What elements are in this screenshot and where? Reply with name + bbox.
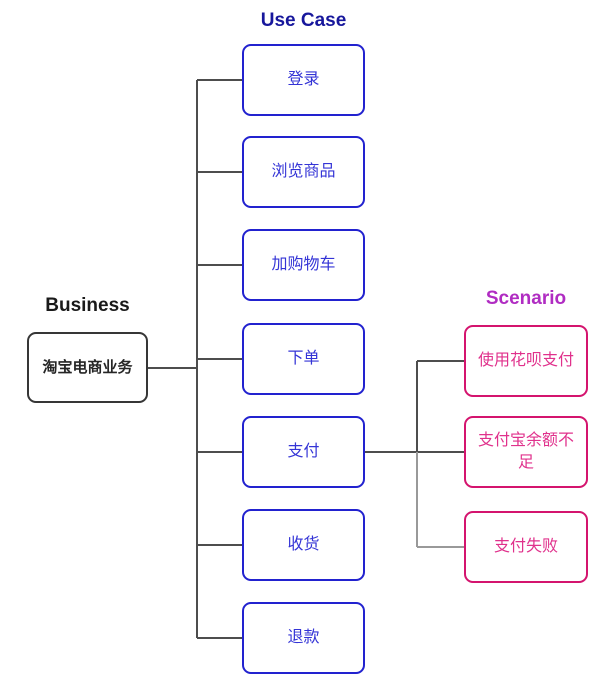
node-refund: 退款 bbox=[242, 602, 365, 674]
node-login: 登录 bbox=[242, 44, 365, 116]
node-browse-products: 浏览商品 bbox=[242, 136, 365, 208]
business-column-label: Business bbox=[45, 295, 130, 316]
node-business-taobao-ecommerce: 淘宝电商业务 bbox=[27, 332, 148, 403]
node-payment-failed: 支付失败 bbox=[464, 511, 588, 583]
node-pay: 支付 bbox=[242, 416, 365, 488]
node-pay-with-huabei: 使用花呗支付 bbox=[464, 325, 588, 397]
scenario-column-label: Scenario bbox=[485, 288, 567, 309]
edges-pay-to-scenarios bbox=[365, 360, 465, 548]
use-case-column-label: Use Case bbox=[260, 10, 347, 31]
edges-business-to-usecases bbox=[148, 79, 243, 639]
node-alipay-balance-insufficient: 支付宝余额不足 bbox=[464, 416, 588, 488]
node-place-order: 下单 bbox=[242, 323, 365, 395]
node-add-to-cart: 加购物车 bbox=[242, 229, 365, 301]
node-receive-goods: 收货 bbox=[242, 509, 365, 581]
